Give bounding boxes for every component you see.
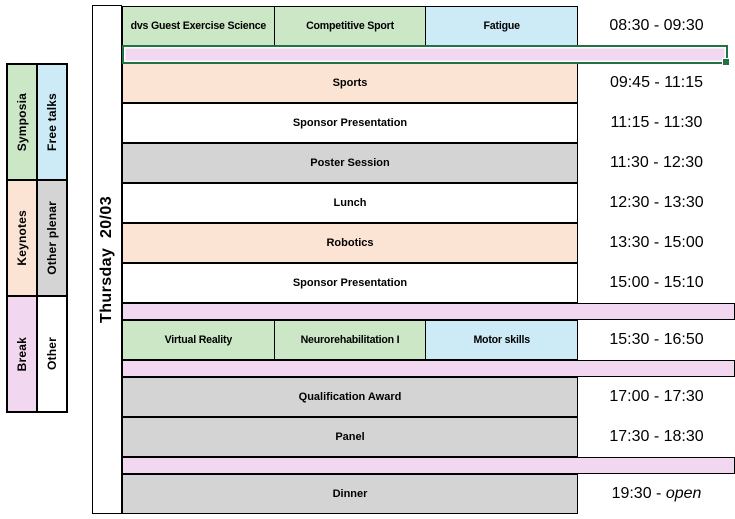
legend-cell-other[interactable]: Other: [37, 296, 67, 412]
time-cell[interactable]: 17:30 - 18:30: [609, 428, 704, 445]
break-bar[interactable]: [122, 457, 735, 474]
schedule-row: Lunch 12:30 - 13:30: [122, 183, 704, 223]
schedule-row: Dinner 19:30 - open: [122, 474, 701, 514]
event-cell[interactable]: Sponsor Presentation: [122, 103, 578, 143]
event-cell[interactable]: Lunch: [122, 183, 578, 223]
time-cell[interactable]: 12:30 - 13:30: [609, 194, 704, 211]
schedule-row: Panel 17:30 - 18:30: [122, 417, 704, 457]
time-cell[interactable]: 08:30 - 09:30: [609, 17, 704, 34]
event-cell[interactable]: Competitive Sport: [273, 6, 427, 46]
selection-fill-handle[interactable]: [722, 58, 730, 66]
event-cell[interactable]: dvs Guest Exercise Science: [122, 6, 275, 46]
event-cell[interactable]: Neurorehabilitation I: [273, 320, 427, 360]
schedule-row: Sponsor Presentation 15:00 - 15:10: [122, 263, 704, 303]
legend-cell-free-talks[interactable]: Free talks: [37, 64, 67, 180]
selected-break-bar[interactable]: [122, 45, 730, 66]
legend-label: Other: [45, 337, 59, 371]
event-cell[interactable]: Sports: [122, 63, 578, 103]
event-cell[interactable]: Robotics: [122, 223, 578, 263]
time-cell[interactable]: 15:00 - 15:10: [609, 274, 704, 291]
event-cell[interactable]: Sponsor Presentation: [122, 263, 578, 303]
time-cell[interactable]: 15:30 - 16:50: [609, 331, 704, 348]
legend-label: Symposia: [15, 92, 29, 152]
legend-cell-other-plenar[interactable]: Other plenar: [37, 180, 67, 296]
time-cell[interactable]: 11:15 - 11:30: [610, 114, 703, 131]
day-label: Thursday 20/03: [98, 196, 115, 323]
time-cell[interactable]: 09:45 - 11:15: [609, 74, 704, 91]
legend-cell-break[interactable]: Break: [7, 296, 37, 412]
schedule-row: Robotics 13:30 - 15:00: [122, 223, 704, 263]
event-cell[interactable]: Qualification Award: [122, 377, 578, 417]
event-cell[interactable]: Poster Session: [122, 143, 578, 183]
time-open-text: open: [665, 485, 702, 502]
legend-label: Other plenar: [45, 201, 59, 275]
time-cell[interactable]: 13:30 - 15:00: [609, 234, 704, 251]
legend-cell-symposia[interactable]: Symposia: [7, 64, 37, 180]
break-bar[interactable]: [122, 360, 735, 377]
event-cell[interactable]: Dinner: [122, 474, 578, 514]
time-cell[interactable]: 19:30 - open: [578, 474, 735, 514]
day-cell[interactable]: Thursday 20/03: [92, 5, 122, 514]
legend-label: Break: [15, 336, 29, 372]
legend-label: Free talks: [45, 92, 59, 152]
event-cell[interactable]: Motor skills: [425, 320, 579, 360]
schedule-row: Qualification Award 17:00 - 17:30: [122, 377, 704, 417]
event-cell[interactable]: Panel: [122, 417, 578, 457]
event-cell[interactable]: Fatigue: [425, 6, 579, 46]
schedule-row: Sponsor Presentation 11:15 - 11:30: [122, 103, 702, 143]
time-cell[interactable]: 17:00 - 17:30: [609, 388, 704, 405]
legend-cell-keynotes[interactable]: Keynotes: [7, 180, 37, 296]
time-cell[interactable]: 11:30 - 12:30: [609, 154, 704, 171]
schedule-row: Sports 09:45 - 11:15: [122, 63, 703, 103]
break-bar[interactable]: [122, 303, 735, 320]
legend-label: Keynotes: [15, 210, 29, 266]
event-cell[interactable]: Virtual Reality: [122, 320, 275, 360]
time-text: 19:30 -: [611, 485, 666, 502]
schedule-row: Poster Session 11:30 - 12:30: [122, 143, 703, 183]
